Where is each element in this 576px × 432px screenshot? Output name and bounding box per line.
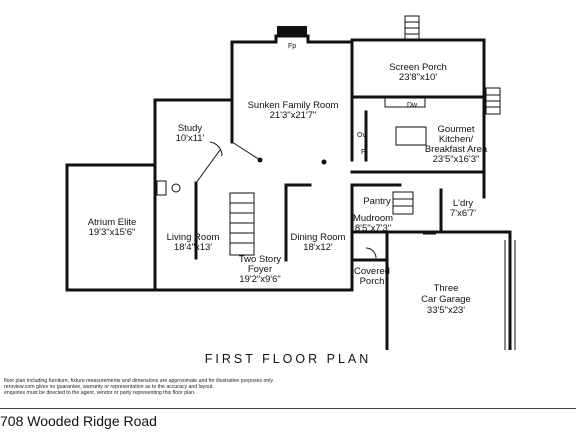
divider <box>0 408 576 409</box>
dishwasher-label: Dw <box>407 102 418 109</box>
plan-title: FIRST FLOOR PLAN <box>204 352 372 366</box>
study-dims: 10'x11' <box>176 133 205 144</box>
garage-name-1: Three <box>434 283 459 294</box>
wall-family-room <box>230 34 354 44</box>
foyer-name-2: Foyer <box>248 264 272 275</box>
atrium-name: Atrium Elite <box>88 217 137 228</box>
door-study <box>209 141 223 157</box>
diagonal-wall <box>231 141 261 161</box>
pantry-label: Pantry <box>363 196 391 207</box>
family-room-name: Sunken Family Room <box>248 100 339 111</box>
oven-label: Ov <box>357 132 366 139</box>
disclaimer: floor plan including furniture, fixture … <box>4 378 464 397</box>
covered-porch-name-2: Porch <box>360 276 385 287</box>
kitchen-island <box>395 126 427 146</box>
covered-porch-name-1: Covered <box>354 266 390 277</box>
mudroom-name: Mudroom <box>353 213 393 224</box>
kitchen-dims: 23'5"x16'3" <box>433 154 480 165</box>
family-room-dims: 21'3"x21'7" <box>270 110 317 121</box>
kitchen-name-2: Kitchen/ <box>439 134 474 145</box>
garage-dims: 33'5"x23' <box>427 305 465 316</box>
wall-garage <box>385 230 512 350</box>
kitchen-name-3: Breakfast Area <box>425 144 488 155</box>
disclaimer-line: reroview.com gives no guarantee, warrant… <box>4 384 214 391</box>
fireplace-label: Fp <box>288 43 296 50</box>
mudroom-dims: 8'5"x7'3" <box>355 223 391 234</box>
kitchen-counter <box>384 96 426 108</box>
dining-room-name: Dining Room <box>291 232 346 243</box>
door-covered-porch <box>365 247 377 259</box>
powder-room-fixture <box>156 180 167 196</box>
living-room-dims: 18'4"x13' <box>174 242 212 253</box>
foyer-name-1: Two Story <box>239 254 281 265</box>
atrium-dims: 19'3"x15'6" <box>89 227 136 238</box>
living-room-name: Living Room <box>167 232 220 243</box>
garage-name-2: Car Garage <box>421 294 471 305</box>
floor-plan-diagram: Fp Screen Porch 23'8"x10' Sunken Family … <box>65 15 516 350</box>
screen-porch-name: Screen Porch <box>389 62 447 73</box>
wall-study <box>153 98 234 182</box>
fireplace-box <box>277 26 307 36</box>
laundry-dims: 7'x6'7' <box>450 208 476 219</box>
fridge-label: F <box>361 149 365 156</box>
dining-room-dims: 18'x12' <box>303 242 333 253</box>
laundry-name: L'dry <box>453 198 474 209</box>
screen-porch-dims: 23'8"x10' <box>399 72 437 83</box>
column <box>321 159 327 165</box>
disclaimer-line: enquiries must be directed to the agent,… <box>4 390 196 397</box>
address: 708 Wooded Ridge Road <box>0 413 157 429</box>
disclaimer-line: floor plan including furniture, fixture … <box>4 378 275 384</box>
foyer-dims: 19'2"x9'6" <box>239 274 281 285</box>
steps-mudroom <box>392 191 414 215</box>
staircase <box>229 192 255 256</box>
kitchen-name-1: Gourmet <box>438 124 475 135</box>
study-name: Study <box>178 123 203 134</box>
column <box>257 157 263 163</box>
